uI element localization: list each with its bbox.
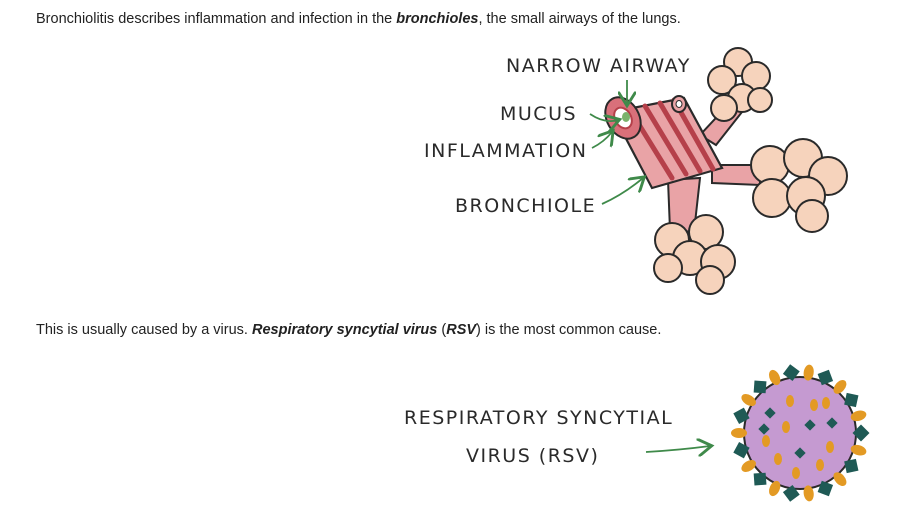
alveoli-top xyxy=(707,47,773,122)
cause-text-start: This is usually caused by a virus. xyxy=(36,322,252,338)
label-rsv-line1: RESPIRATORY SYNCYTIAL xyxy=(404,407,673,429)
virus-spike-orange xyxy=(833,380,847,394)
virus-spike-orange xyxy=(731,428,747,438)
virus-spike-teal xyxy=(753,472,767,486)
virus-surface-dot xyxy=(782,421,790,433)
virus-spike-teal xyxy=(782,484,800,502)
virus-surface-dot xyxy=(810,399,818,411)
bronchiole-illustration: NARROW AIRWAY MUCUS INFLAMMATION BRONCHI… xyxy=(424,47,848,295)
virus-surface-dot xyxy=(822,397,830,409)
term-rsv-abbrev: RSV xyxy=(446,322,477,338)
virus-spike-orange xyxy=(741,459,756,473)
virus-surface-dot xyxy=(758,423,770,435)
cause-paragraph: This is usually caused by a virus. Respi… xyxy=(36,321,661,339)
label-inflammation: INFLAMMATION xyxy=(424,140,587,162)
virus-spike-teal xyxy=(733,407,750,424)
virus-surface-dot xyxy=(794,447,806,459)
virus-spike-teal xyxy=(852,424,870,442)
label-rsv-line2: VIRUS (RSV) xyxy=(466,445,599,467)
virus-surface-dot xyxy=(774,453,782,465)
virus-spike-orange xyxy=(803,364,814,381)
alveoli-right xyxy=(750,138,848,233)
virus-spike-orange xyxy=(833,472,847,486)
virus-spike-orange xyxy=(850,444,867,456)
virus-surface-dot xyxy=(816,459,824,471)
mucus-plug xyxy=(622,112,630,122)
label-narrow-airway: NARROW AIRWAY xyxy=(506,55,691,77)
virus-surface-dot xyxy=(764,407,776,419)
arrow-rsv xyxy=(645,446,710,452)
virus-spike-teal xyxy=(817,480,834,497)
virus-spike-orange xyxy=(803,485,814,502)
virus-spike-teal xyxy=(844,458,859,474)
virus-surface-dot xyxy=(826,417,838,429)
arrow-inflammation xyxy=(591,132,612,149)
intro-paragraph: Bronchiolitis describes inflammation and… xyxy=(36,10,681,28)
virus-spike-teal xyxy=(733,442,750,459)
virus-spike-teal xyxy=(844,392,859,408)
virus-surface-dot xyxy=(792,467,800,479)
rsv-virus-particle xyxy=(731,364,870,502)
alveoli-bottom xyxy=(653,214,736,295)
virus-surface-dot xyxy=(826,441,834,453)
label-mucus: MUCUS xyxy=(500,103,577,125)
virus-surface-dot xyxy=(762,435,770,447)
virus-surface-dot xyxy=(786,395,794,407)
arrow-bronchiole xyxy=(601,178,643,205)
rsv-illustration: RESPIRATORY SYNCYTIAL VIRUS (RSV) xyxy=(404,364,870,502)
virus-surface-dot xyxy=(804,419,816,431)
cause-text-mid: ( xyxy=(437,322,447,338)
intro-text-end: , the small airways of the lungs. xyxy=(478,11,681,27)
virus-spike-teal xyxy=(817,369,834,386)
virus-spike-orange xyxy=(769,480,781,497)
term-bronchioles: bronchioles xyxy=(396,11,479,27)
intro-text-start: Bronchiolitis describes inflammation and… xyxy=(36,11,397,27)
virus-spike-orange xyxy=(850,410,867,422)
term-rsv-full: Respiratory syncytial virus xyxy=(251,322,438,338)
cause-text-end: ) is the most common cause. xyxy=(476,322,662,338)
arrow-mucus xyxy=(589,113,618,121)
label-bronchiole: BRONCHIOLE xyxy=(455,195,596,217)
virus-spike-teal xyxy=(782,364,800,382)
virus-spike-orange xyxy=(769,369,781,386)
virus-spike-orange xyxy=(741,393,756,407)
virus-spike-teal xyxy=(753,380,767,394)
